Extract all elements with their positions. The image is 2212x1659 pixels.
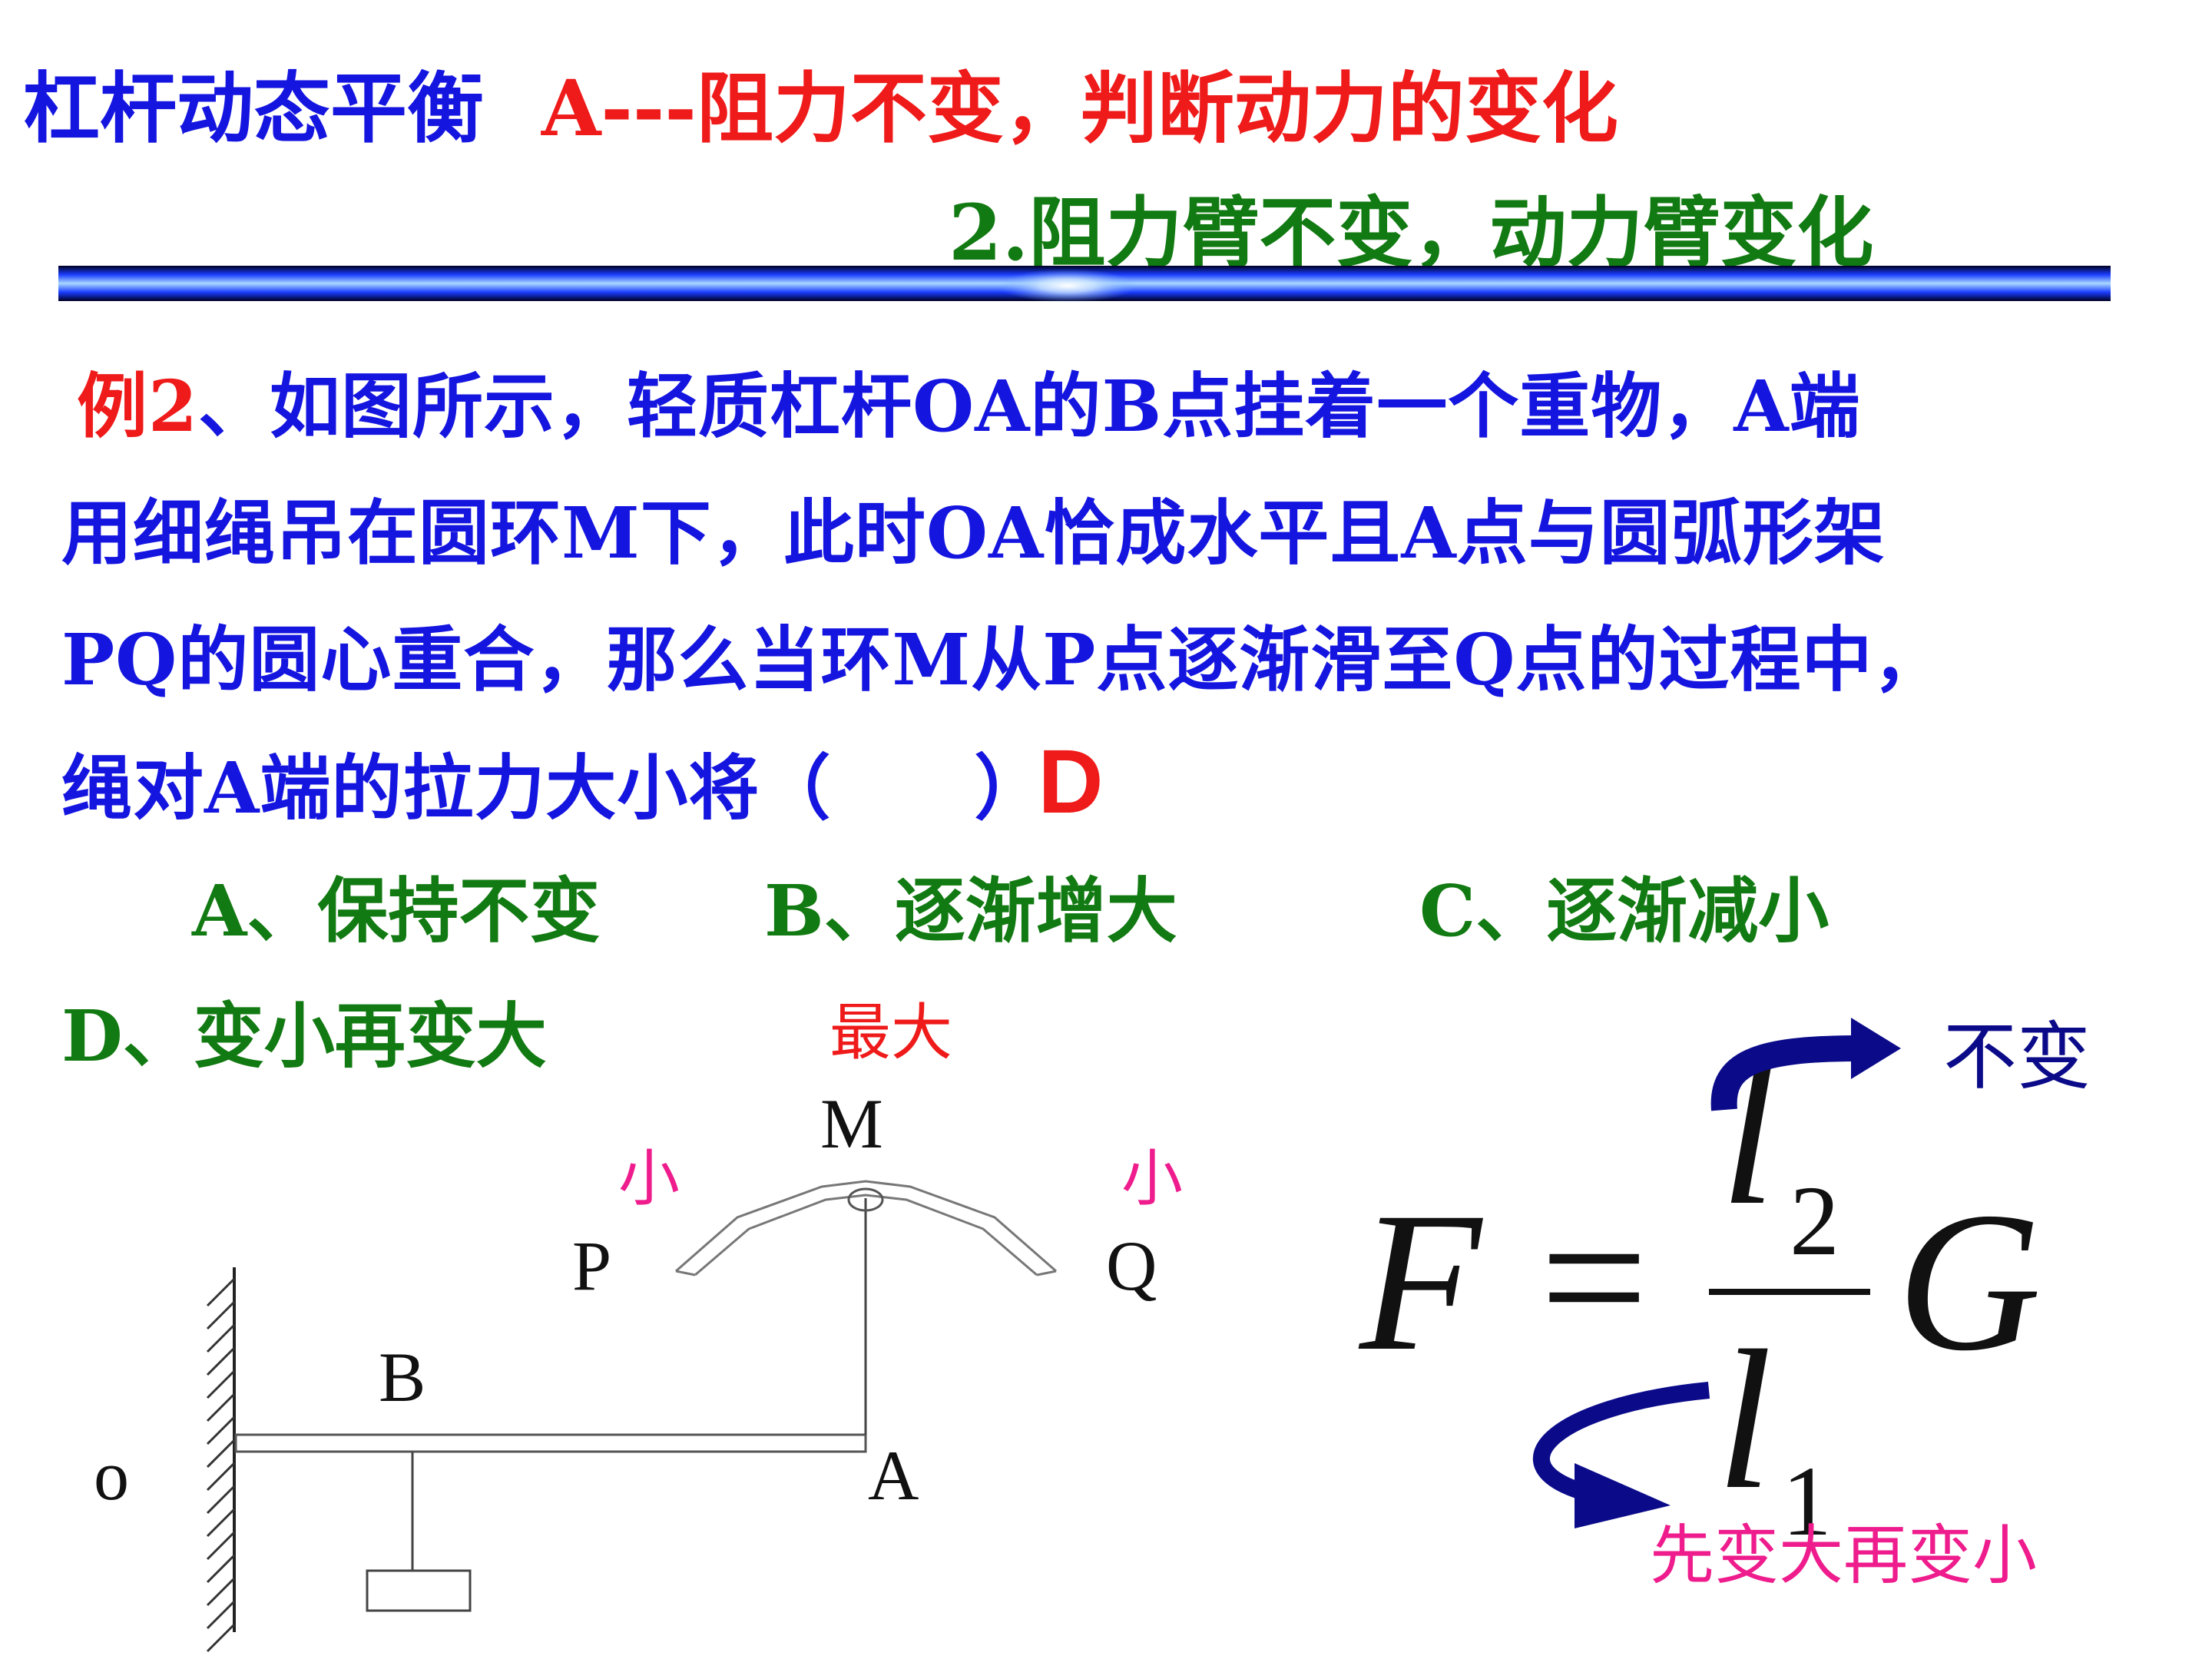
- label-max: 最大: [830, 997, 952, 1068]
- question-line-1: 例2、如图所示，轻质杠杆OA的B点挂着一个重物，A端: [77, 349, 1861, 452]
- formula-numerator-sub: 2: [1790, 1166, 1839, 1277]
- arrow-top-curve: [1710, 1035, 1859, 1111]
- label-b: B: [379, 1338, 426, 1416]
- question-text-4: 绳对A端的拉力大小将（ ）: [61, 747, 1046, 830]
- option-c: C、逐渐减小: [1419, 869, 1830, 952]
- label-m: M: [820, 1084, 883, 1163]
- hatch-line: [206, 1346, 236, 1376]
- arrow-top-head: [1851, 1018, 1901, 1079]
- label-small-right: 小: [1121, 1143, 1183, 1214]
- hatch-line: [206, 1323, 236, 1353]
- hatch-line: [206, 1531, 236, 1561]
- note-unchanged: 不变: [1943, 1014, 2091, 1100]
- note-larger-then-smaller: 先变大再变小: [1650, 1518, 2038, 1593]
- formula-rhs: G: [1897, 1171, 2041, 1392]
- title-case-label: A---: [541, 63, 697, 154]
- option-a: A、保持不变: [192, 869, 601, 952]
- question-text-1: 、如图所示，轻质杠杆OA的B点挂着一个重物，A端: [198, 365, 1861, 448]
- question-prefix: 例2: [77, 365, 199, 448]
- hatch-line: [206, 1462, 236, 1492]
- label-small-left: 小: [618, 1143, 680, 1214]
- hatch-line: [206, 1369, 236, 1399]
- hatch-line: [206, 1300, 236, 1330]
- arc-end-p: [675, 1270, 696, 1277]
- divider-glow: [998, 269, 1137, 303]
- label-a: A: [868, 1436, 919, 1515]
- formula-equals: =: [1540, 1171, 1648, 1384]
- lever-bar: [234, 1433, 867, 1453]
- hatch-line: [206, 1416, 236, 1445]
- option-d: D、变小再变大: [61, 995, 547, 1078]
- hanging-weight: [366, 1569, 472, 1612]
- formula-denominator: l: [1717, 1310, 1773, 1531]
- title-topic: 杠杆动态平衡: [23, 63, 484, 154]
- slide-subtitle: 2.阻力臂不变，动力臂变化: [949, 187, 1874, 278]
- arrow-bottom-curve: [1532, 1382, 1710, 1502]
- hatch-line: [206, 1392, 236, 1422]
- hatch-line: [206, 1508, 236, 1538]
- formula-lhs: F: [1359, 1171, 1482, 1392]
- arc-frame-inner: [694, 1194, 1038, 1277]
- hatch-line: [206, 1600, 236, 1630]
- label-o: o: [94, 1436, 129, 1515]
- hatch-line: [206, 1439, 236, 1469]
- question-line-2: 用细绳吊在圆环M下，此时OA恰成水平且A点与圆弧形架: [61, 492, 1886, 575]
- question-line-4: 绳对A端的拉力大小将（ ）D: [61, 730, 1104, 834]
- arc-end-q: [1036, 1270, 1057, 1277]
- hatch-line: [206, 1577, 236, 1607]
- title-case-desc: 阻力不变，判断动力的变化: [696, 63, 1618, 154]
- label-p: P: [572, 1227, 612, 1305]
- option-b: B、逐渐增大: [764, 869, 1177, 952]
- arrow-bottom-head: [1575, 1463, 1671, 1528]
- slide-title: 杠杆动态平衡 A---阻力不变，判断动力的变化: [23, 46, 1618, 157]
- hatch-line: [206, 1277, 236, 1307]
- hatch-line: [206, 1623, 236, 1653]
- wall-hatching: [206, 1277, 236, 1653]
- formula-denominator-sub: 1: [1782, 1446, 1832, 1557]
- hatch-line: [206, 1554, 236, 1584]
- answer-letter: D: [1038, 731, 1104, 833]
- hatch-line: [206, 1485, 236, 1515]
- question-line-3: PQ的圆心重合，那么当环M从P点逐渐滑至Q点的过程中，: [61, 618, 1945, 701]
- ring-m: [847, 1187, 884, 1212]
- arc-frame-outer: [675, 1180, 1057, 1273]
- label-q: Q: [1106, 1227, 1157, 1305]
